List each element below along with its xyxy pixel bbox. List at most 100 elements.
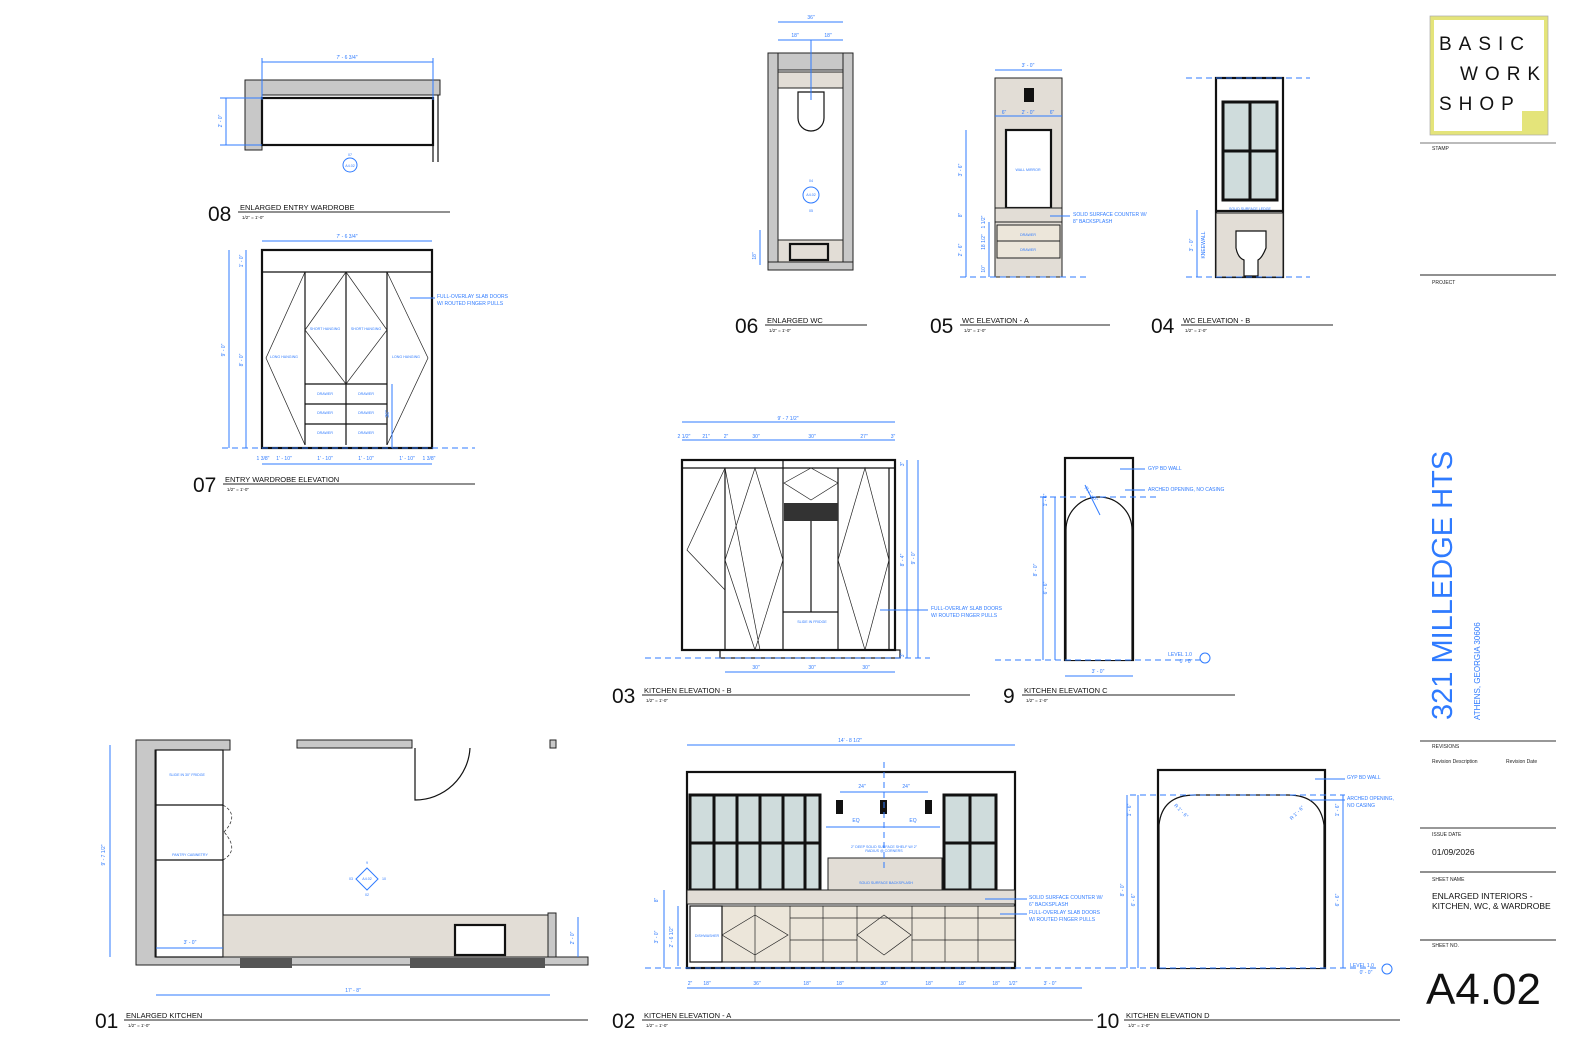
dimension: 8" (654, 898, 660, 903)
dimension: 1' - 6" (1335, 803, 1341, 816)
dimension: 8" (958, 213, 964, 218)
drawing-title: WC ELEVATION - B (1183, 316, 1250, 325)
dimension: 2' - 6 1/2" (669, 926, 675, 947)
dimension: 18" (836, 981, 844, 987)
drawing-scale: 1/2" = 1'-0" (769, 328, 791, 333)
dimension: 30" (862, 665, 870, 671)
plan-06-wc (759, 21, 854, 271)
dimension: 30" (880, 981, 888, 987)
dimension: 3' - 0" (1044, 981, 1057, 987)
dimension: 9' - 0" (911, 551, 917, 564)
plan-08-entry-wardrobe (220, 58, 441, 173)
dimension: 18 1/2" (981, 234, 987, 250)
callout-label: DRAWER (358, 431, 374, 435)
firm-logo-text: BASIC (1439, 34, 1531, 55)
elevation-07-entry-wardrobe (222, 240, 475, 465)
annotation-note: 8" BACKSPLASH (1073, 219, 1113, 225)
section-tag-sheet: A4.02 (806, 193, 815, 197)
drawing-scale: 1/2" = 1'-0" (1026, 698, 1048, 703)
callout-label: PANTRY CABINETRY (172, 853, 208, 857)
dimension: 2' - 6" (958, 243, 964, 256)
dimension: 30" (808, 434, 816, 440)
dimension: 8' - 4" (900, 553, 906, 566)
dimension: 6" (1050, 110, 1055, 116)
dimension: 2" (724, 434, 729, 440)
annotation-note: FULL-OVERLAY SLAB DOORS (1029, 910, 1101, 916)
dimension: 30" (808, 665, 816, 671)
drawing-scale: 1/2" = 1'-0" (1128, 1023, 1150, 1028)
callout-label: LONG HANGING (270, 355, 298, 359)
project-label: PROJECT (1432, 280, 1455, 286)
elevation-05-wc-a (960, 69, 1090, 278)
firm-logo-text: WORK (1460, 64, 1547, 85)
drawing-number: 06 (735, 315, 758, 338)
annotation-note: NO CASING (1347, 803, 1375, 809)
dimension: 1' - 6" (1127, 803, 1133, 816)
dimension: 24" (902, 784, 910, 790)
dimension: 2" (688, 981, 693, 987)
dimension: 9' - 7 1/2" (101, 844, 107, 865)
annotation-note: ARCHED OPENING, NO CASING (1148, 487, 1225, 493)
revision-description-header: Revision Description (1432, 759, 1478, 765)
callout-label: KNEEWALL (1201, 231, 1207, 258)
dimension: 2' - 0" (570, 931, 576, 944)
callout-label: SLIDE IN 30" FRIDGE (169, 773, 205, 777)
dimension: 36" (385, 410, 391, 418)
plan-01-kitchen (109, 739, 589, 996)
callout-label: SLIDE IN FRIDGE (797, 620, 827, 624)
callout-label: DISHWASHER (695, 934, 720, 938)
drawing-title: KITCHEN ELEVATION C (1024, 686, 1108, 695)
callout-label: DRAWER (1020, 248, 1036, 252)
annotation-note: SOLID SURFACE COUNTER W/ (1029, 895, 1103, 901)
dimension: 18" (824, 33, 832, 39)
annotation-note: 6" BACKSPLASH (1029, 902, 1069, 908)
dimension: 1/2" (1009, 981, 1018, 987)
dimension: 17' - 8" (345, 988, 361, 994)
dimension: 14' - 8 1/2" (838, 738, 862, 744)
callout-label: DRAWER (358, 392, 374, 396)
dimension: 3" (891, 434, 896, 440)
dimension: 24" (858, 784, 866, 790)
dimension: 2' - 0" (218, 114, 224, 127)
title-block (1420, 15, 1556, 941)
dimension: 10" (981, 265, 987, 273)
drawing-number: 02 (612, 1010, 635, 1033)
dimension: 1' - 6" (1043, 493, 1049, 506)
section-tag-ref: 9 (366, 861, 368, 865)
callout-label: LONG HANGING (392, 355, 420, 359)
dimension: 21" (702, 434, 710, 440)
elevation-04-wc-b (1186, 76, 1310, 279)
annotation-note: FULL-OVERLAY SLAB DOORS (931, 606, 1003, 612)
drawing-title: ENLARGED WC (767, 316, 823, 325)
sheet-name: ENLARGED INTERIORS - (1432, 891, 1533, 901)
dimension: 8' - 0" (1120, 883, 1126, 896)
callout-label: SHORT HANGING (310, 327, 340, 331)
annotation-note: GYP BD WALL (1347, 775, 1381, 781)
dimension: 30" (752, 434, 760, 440)
drawing-scale: 1/2" = 1'-0" (227, 487, 249, 492)
dimension: 30" (752, 665, 760, 671)
annotation-note: W/ ROUTED FINGER PULLS (931, 613, 998, 619)
sheet-no-label: SHEET NO. (1432, 943, 1459, 949)
callout-label: DRAWER (1020, 233, 1036, 237)
project-location: ATHENS, GEORGIA 30606 (1473, 622, 1482, 720)
level-elevation: 0' - 0" (1360, 970, 1373, 976)
dimension: 1 3/8" (257, 456, 270, 462)
annotation-note: SOLID SURFACE COUNTER W/ (1073, 212, 1147, 218)
dimension: 3' - 0" (1092, 669, 1105, 675)
dimension: 3" (900, 462, 906, 467)
level-elevation: 0' - 0" (1180, 659, 1193, 665)
drawing-scale: 1/2" = 1'-0" (646, 698, 668, 703)
dimension: 2 1/2" (678, 434, 691, 440)
drawing-scale: 1/2" = 1'-0" (646, 1023, 668, 1028)
drawing-number: 10 (1096, 1010, 1119, 1033)
drawing-number: 01 (95, 1010, 118, 1033)
callout-label: WALL MIRROR (1015, 168, 1040, 172)
dimension: 3" (900, 653, 906, 658)
dimension: 1' - 10" (276, 456, 292, 462)
callout-label: SHORT HANGING (351, 327, 381, 331)
dimension: 1' - 0" (239, 254, 245, 267)
dimension: 2' - 0" (1022, 110, 1035, 116)
annotation-note: ARCHED OPENING, (1347, 796, 1394, 802)
dimension: 1' - 10" (317, 456, 333, 462)
